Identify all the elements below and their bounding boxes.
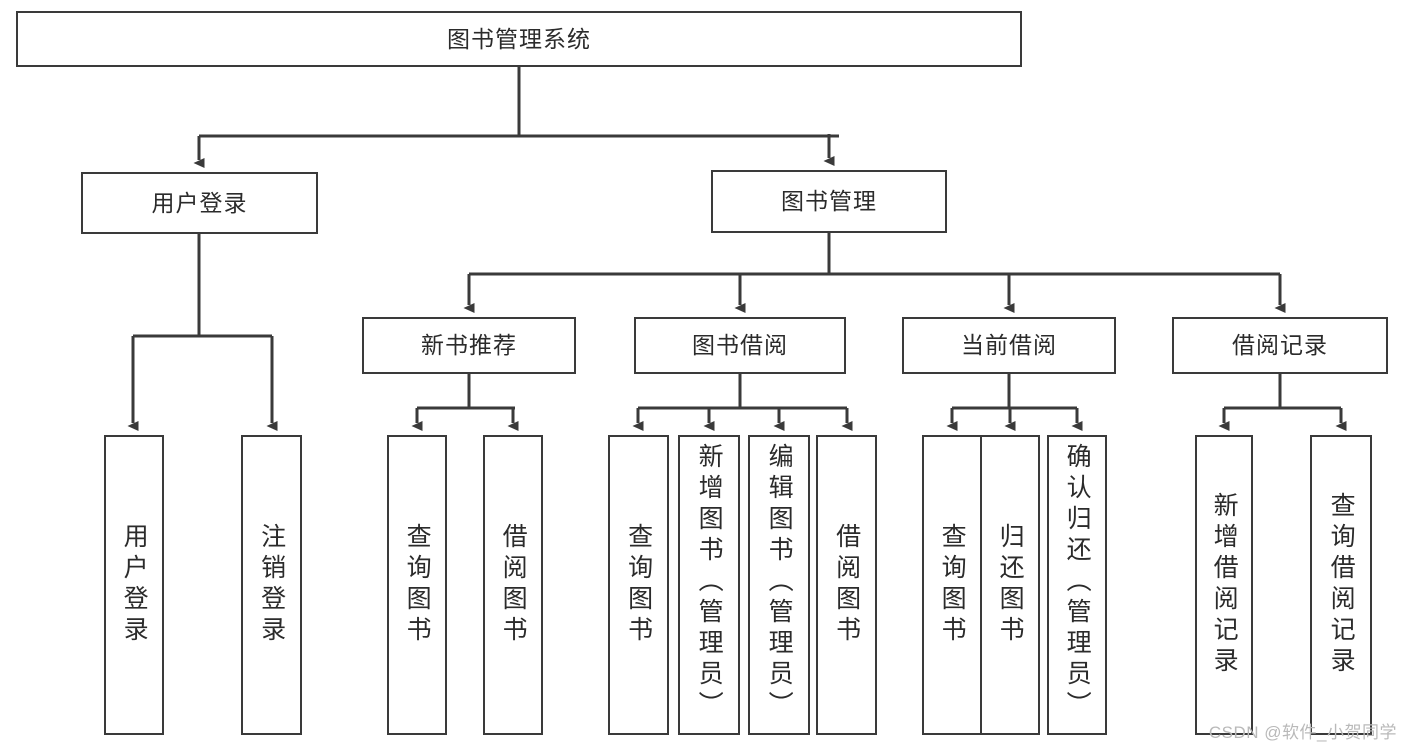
leaf-borrow-query-book[interactable]: 查询图书 [608,435,669,735]
node-label: 归还图书 [996,523,1025,647]
node-label: 用户登录 [151,189,248,216]
node-label: 新增借阅记录 [1210,492,1239,678]
node-label: 新增图书（管理员） [695,443,724,722]
node-new-book-recommend[interactable]: 新书推荐 [362,317,576,374]
node-label: 注销登录 [257,523,286,647]
leaf-current-confirm-return-admin[interactable]: 确认归还（管理员） [1047,435,1107,735]
node-user-login[interactable]: 用户登录 [81,172,318,234]
leaf-record-query-record[interactable]: 查询借阅记录 [1310,435,1372,735]
node-book-management[interactable]: 图书管理 [711,170,947,233]
leaf-recommend-borrow-book[interactable]: 借阅图书 [483,435,543,735]
node-label: 借阅图书 [832,523,861,647]
node-current-borrow[interactable]: 当前借阅 [902,317,1116,374]
leaf-recommend-query-book[interactable]: 查询图书 [387,435,447,735]
leaf-user-login-do[interactable]: 用户登录 [104,435,164,735]
leaf-record-add-record[interactable]: 新增借阅记录 [1195,435,1253,735]
node-label: 查询图书 [403,523,432,647]
node-label: 查询图书 [624,523,653,647]
node-label: 用户登录 [120,523,149,647]
leaf-borrow-edit-book-admin[interactable]: 编辑图书（管理员） [748,435,810,735]
leaf-current-return-book[interactable]: 归还图书 [980,435,1040,735]
leaf-borrow-add-book-admin[interactable]: 新增图书（管理员） [678,435,740,735]
csdn-watermark: CSDN @软件_小贺同学 [1208,723,1397,742]
node-label: 图书管理系统 [447,25,591,52]
node-label: 图书管理 [781,188,877,214]
leaf-current-query-book[interactable]: 查询图书 [922,435,982,735]
node-label: 当前借阅 [961,332,1057,358]
node-borrow-record[interactable]: 借阅记录 [1172,317,1388,374]
node-label: 图书借阅 [692,332,788,358]
leaf-user-logout[interactable]: 注销登录 [241,435,302,735]
node-label: 查询借阅记录 [1327,492,1356,678]
node-label: 新书推荐 [421,332,517,358]
node-label: 借阅记录 [1232,332,1328,358]
node-label: 编辑图书（管理员） [765,443,794,722]
node-book-borrow[interactable]: 图书借阅 [634,317,846,374]
node-label: 借阅图书 [499,523,528,647]
node-label: 查询图书 [938,523,967,647]
node-root-system[interactable]: 图书管理系统 [16,11,1022,67]
leaf-borrow-borrow-book[interactable]: 借阅图书 [816,435,877,735]
node-label: 确认归还（管理员） [1063,443,1092,722]
